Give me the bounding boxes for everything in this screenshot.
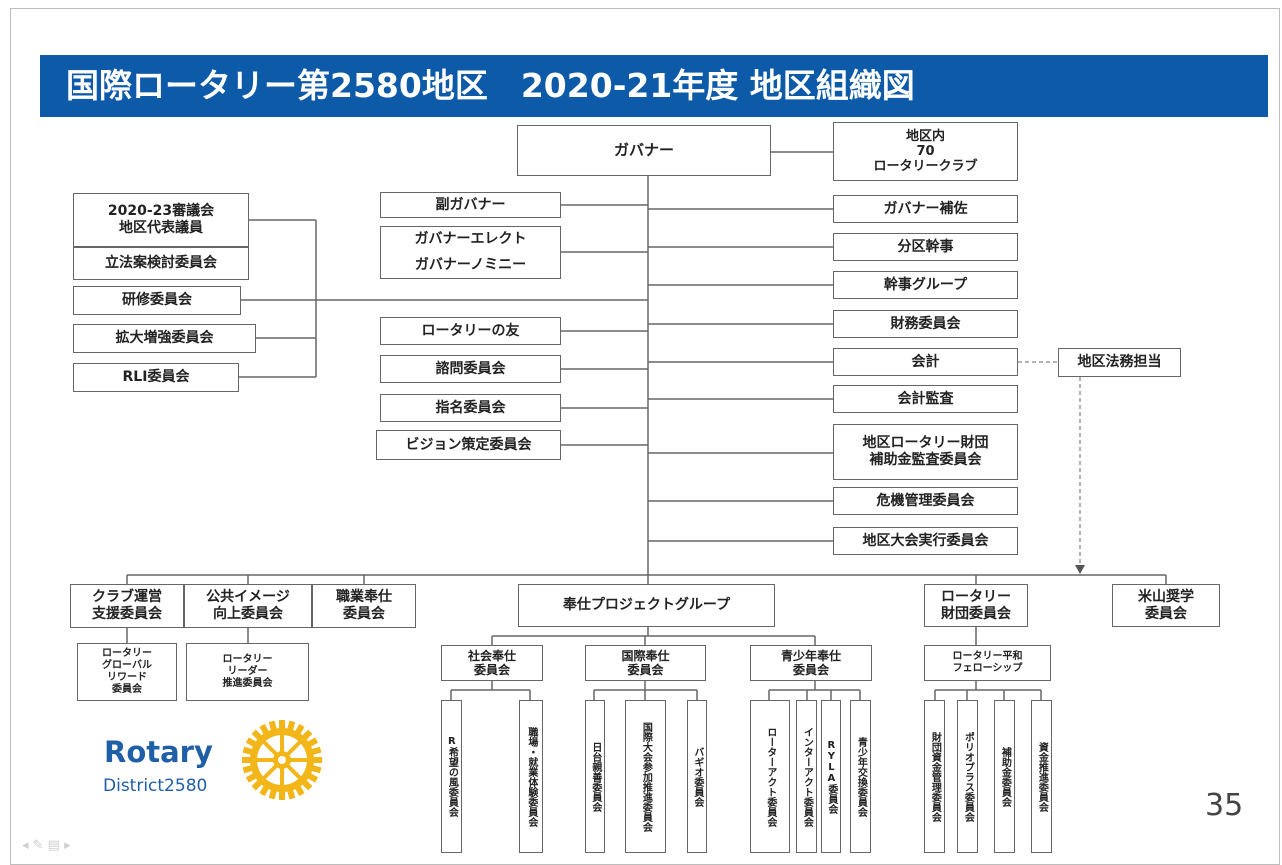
finance-committee-box: 財務委員会	[833, 310, 1018, 338]
public-image-box: 公共イメージ 向上委員会	[184, 584, 312, 628]
vice-governor-box: 副ガバナー	[380, 192, 561, 218]
page-title: 国際ロータリー第2580地区 2020-21年度 地区組織図	[40, 55, 1268, 117]
risk-committee-box: 危機管理委員会	[833, 487, 1018, 515]
legislation-committee-box: 立法案検討委員会	[73, 247, 249, 280]
rli-committee-box: RLI委員会	[73, 363, 239, 392]
assistant-governor-box: ガバナー補佐	[833, 195, 1018, 223]
nominating-committee-box: 指名委員会	[380, 394, 561, 422]
peace-fellowship-box: ロータリー平和 フェローシップ	[924, 645, 1051, 681]
training-committee-box: 研修委員会	[73, 286, 241, 315]
club-support-box: クラブ運営 支援委員会	[70, 584, 184, 628]
foundation-committee-box: ロータリー 財団委員会	[924, 584, 1028, 627]
expansion-committee-box: 拡大増強委員会	[73, 324, 256, 353]
foundation-audit-box: 地区ロータリー財団 補助金監査委員会	[833, 424, 1018, 480]
service-projects-box: 奉仕プロジェクトグループ	[518, 584, 775, 627]
conference-committee-box: 地区大会実行委員会	[833, 527, 1018, 555]
district-clubs-box: 地区内 70 ロータリークラブ	[833, 122, 1018, 181]
district-logo-text: District2580	[103, 776, 208, 796]
leader-box: ロータリー リーダー 推進委員会	[186, 643, 309, 701]
governor-elect-box: ガバナーエレクト	[380, 226, 561, 252]
youth-service-box: 青少年奉仕 委員会	[750, 645, 872, 681]
slide-nav-icons[interactable]: ◂ ✎ ▤ ▸	[22, 838, 71, 853]
area-secretary-box: 分区幹事	[833, 233, 1018, 261]
sub-committee-box: 財団資金管理委員会	[924, 700, 945, 853]
sub-committee-box: 日台親善委員会	[585, 700, 605, 853]
sub-committee-box: ポリオプラス委員会	[957, 700, 978, 853]
yoneyama-box: 米山奨学 委員会	[1112, 584, 1220, 627]
governor-box: ガバナー	[517, 125, 771, 176]
global-reward-box: ロータリー グローバル リワード 委員会	[77, 643, 177, 701]
vision-committee-box: ビジョン策定委員会	[376, 430, 561, 460]
audit-box: 会計監査	[833, 385, 1018, 413]
rotary-logo-text: Rotary	[104, 735, 213, 769]
sub-committee-box: 国際大会参加推進委員会	[625, 700, 666, 853]
visiting-committee-box: 諮問委員会	[380, 355, 561, 383]
secretary-group-box: 幹事グループ	[833, 271, 1018, 299]
legal-box: 地区法務担当	[1058, 348, 1181, 377]
treasurer-box: 会計	[833, 348, 1018, 376]
sub-committee-box: 職場・就業体験委員会	[519, 700, 543, 853]
sub-committee-box: ローターアクト委員会	[750, 700, 790, 853]
vocational-box: 職業奉仕 委員会	[312, 584, 416, 628]
governor-nominee-box: ガバナーノミニー	[380, 252, 561, 279]
sub-committee-box: RYLA委員会	[821, 700, 841, 853]
sub-committee-box: インターアクト委員会	[796, 700, 817, 853]
sub-committee-box: 補助金委員会	[994, 700, 1015, 853]
page-number: 35	[1205, 788, 1244, 823]
sub-committee-box: バギオ委員会	[687, 700, 707, 853]
council-box: 2020-23審議会 地区代表議員	[73, 193, 249, 247]
community-service-box: 社会奉仕 委員会	[441, 645, 543, 681]
friend-committee-box: ロータリーの友	[380, 317, 561, 345]
rotary-wheel-icon	[242, 720, 322, 800]
sub-committee-box: R希望の風委員会	[441, 700, 462, 853]
international-service-box: 国際奉仕 委員会	[585, 645, 706, 681]
sub-committee-box: 青少年交換委員会	[850, 700, 871, 853]
sub-committee-box: 資金推進委員会	[1031, 700, 1052, 853]
